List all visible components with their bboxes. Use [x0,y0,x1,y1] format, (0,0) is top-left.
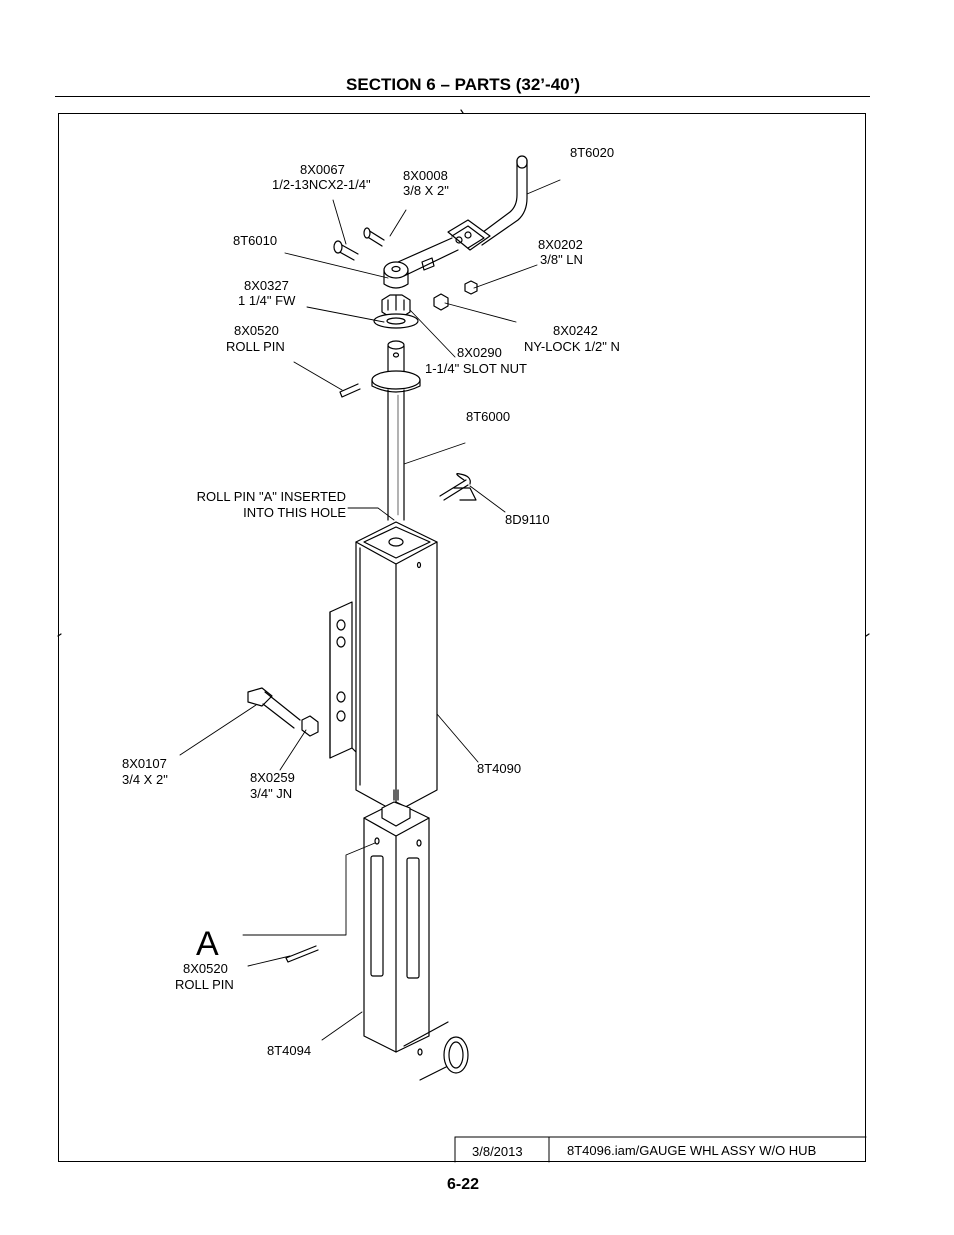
title-block-file: 8T4096.iam/GAUGE WHL ASSY W/O HUB [567,1143,816,1158]
label-8t4090: 8T4090 [477,761,521,776]
label-8t6010: 8T6010 [233,233,277,248]
label-8x0242-desc: NY-LOCK 1/2" N [524,339,620,354]
leader-8t4094 [321,1011,363,1041]
leader-8x0202 [473,264,538,289]
label-8x0259-desc: 3/4" JN [250,786,292,801]
label-8t4094: 8T4094 [267,1043,311,1058]
label-8x0520-upper-desc: ROLL PIN [226,339,285,354]
bolt-8x0107 [247,687,301,729]
leader-8x0520-upper [293,361,343,391]
label-8x0327-desc: 1 1/4" FW [238,293,296,308]
roll-pin-upper [339,383,361,398]
leader-8t6020 [526,179,561,195]
roll-pin-a [285,945,319,963]
frame-tick-marks [57,109,870,637]
leader-8x0327 [306,306,385,323]
label-8x0520-lower-number: 8X0520 [183,961,228,976]
tube-8t4094 [363,789,469,1081]
hitch-pin-8d9110 [439,473,477,501]
label-roll-pin-note-line1: ROLL PIN "A" INSERTED [197,489,346,504]
label-8x0067-desc: 1/2-13NCX2-1/4" [272,177,371,192]
tube-8t4090 [329,521,438,813]
leader-8t6010 [284,252,389,279]
nut-8x0202 [464,280,478,295]
spindle-8t6000 [371,340,421,521]
label-8t6020: 8T6020 [570,145,614,160]
label-8x0290-desc: 1-1/4" SLOT NUT [425,361,527,376]
label-8x0107-desc: 3/4 X 2" [122,772,168,787]
leader-roll-pin-note [347,507,395,521]
label-8x0520-upper-number: 8X0520 [234,323,279,338]
callout-a: A [196,925,219,963]
title-block [454,1136,867,1163]
drawing-frame [58,113,866,1162]
section-title: SECTION 6 – PARTS (32’-40’) [346,75,580,94]
label-8x0327-number: 8X0327 [244,278,289,293]
label-8x0107-number: 8X0107 [122,756,167,771]
label-8x0008-number: 8X0008 [403,168,448,183]
leader-8x0242 [444,302,517,323]
label-8x0202-number: 8X0202 [538,237,583,252]
washer-8x0327 [373,313,419,329]
leader-8x0067 [332,199,347,245]
label-8d9110: 8D9110 [505,512,550,527]
leader-8d9110 [469,485,506,513]
label-8t6000: 8T6000 [466,409,510,424]
label-8x0202-desc: 3/8" LN [540,252,583,267]
arm-8t6010 [383,237,459,289]
bolt-8x0008 [363,227,385,247]
nut-8x0259 [301,715,319,737]
leader-8x0107 [179,704,257,756]
leader-8t4090 [436,713,479,763]
title-block-date: 3/8/2013 [472,1144,523,1159]
nut-8x0242 [433,293,449,311]
leader-8x0008 [389,209,407,237]
leader-lines [179,179,561,1041]
label-8x0290-number: 8X0290 [457,345,502,360]
handle-8t6020 [447,155,528,251]
label-8x0520-lower-desc: ROLL PIN [175,977,234,992]
leader-8x0290 [409,309,456,358]
label-roll-pin-note-line2: INTO THIS HOLE [243,505,346,520]
label-8x0008-desc: 3/8 X 2" [403,183,449,198]
header-rule [55,96,870,97]
label-8x0259-number: 8X0259 [250,770,295,785]
label-8x0067-number: 8X0067 [300,162,345,177]
page-number: 6-22 [446,1176,480,1193]
leader-8x0259 [279,729,307,771]
leader-8x0520-lower [247,955,291,967]
leader-roll-pin-a-hole [242,842,376,936]
leader-8t6000 [403,442,466,465]
bolt-8x0067 [333,240,359,261]
slot-nut-8x0290 [381,294,411,318]
label-8x0242-number: 8X0242 [553,323,598,338]
